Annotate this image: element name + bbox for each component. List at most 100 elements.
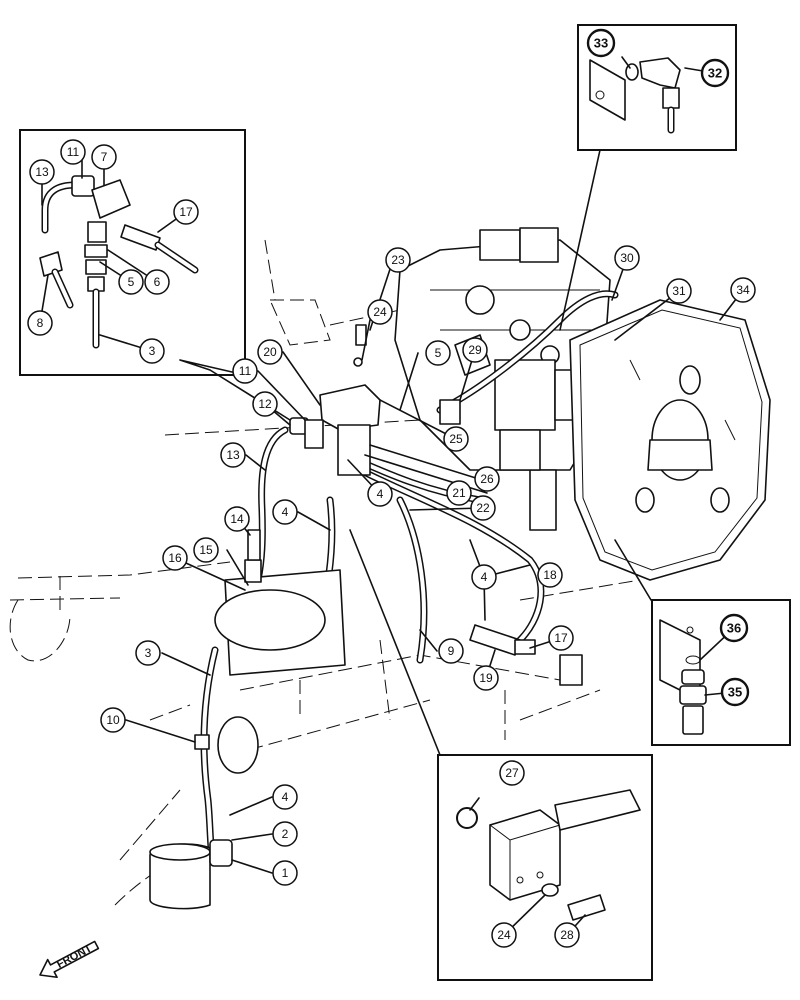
- svg-text:34: 34: [736, 283, 750, 297]
- svg-text:15: 15: [199, 543, 213, 557]
- svg-text:33: 33: [594, 36, 608, 51]
- callout-3: 3: [135, 640, 161, 666]
- svg-text:16: 16: [168, 551, 182, 565]
- callout-11: 11: [232, 358, 258, 384]
- svg-text:1: 1: [282, 866, 289, 880]
- callout-22: 22: [470, 495, 496, 521]
- svg-text:35: 35: [728, 685, 742, 700]
- svg-text:18: 18: [543, 568, 557, 582]
- callout-4: 4: [272, 499, 298, 525]
- callout-11: 11: [60, 139, 86, 165]
- callout-13: 13: [29, 159, 55, 185]
- svg-text:17: 17: [179, 205, 193, 219]
- callout-28: 28: [554, 922, 580, 948]
- callout-31: 31: [666, 278, 692, 304]
- callout-21: 21: [446, 480, 472, 506]
- svg-text:20: 20: [263, 345, 277, 359]
- front-arrow-icon: FRONT: [39, 940, 100, 979]
- svg-text:3: 3: [149, 344, 156, 358]
- svg-text:3: 3: [145, 646, 152, 660]
- callout-24: 24: [491, 922, 517, 948]
- leader-lines: [39, 56, 744, 936]
- svg-text:36: 36: [727, 621, 741, 636]
- callout-20: 20: [257, 339, 283, 365]
- svg-text:24: 24: [373, 305, 387, 319]
- callout-7: 7: [91, 144, 117, 170]
- callout-1: 1: [272, 860, 298, 886]
- callout-19: 19: [473, 665, 499, 691]
- callout-12: 12: [252, 391, 278, 417]
- callout-35: 35: [720, 677, 750, 707]
- svg-text:4: 4: [481, 570, 488, 584]
- callout-layer: 1 2 4 3 10 9 4 14 15 16 13 12 11 20 23 2…: [27, 28, 756, 948]
- callout-36: 36: [719, 613, 749, 643]
- callout-30: 30: [614, 245, 640, 271]
- svg-text:9: 9: [448, 644, 455, 658]
- svg-text:5: 5: [128, 275, 135, 289]
- svg-text:24: 24: [497, 928, 511, 942]
- callout-23: 23: [385, 247, 411, 273]
- svg-text:28: 28: [560, 928, 574, 942]
- svg-text:22: 22: [476, 501, 490, 515]
- callout-32: 32: [700, 58, 730, 88]
- svg-text:13: 13: [226, 448, 240, 462]
- front-label: FRONT: [55, 942, 94, 971]
- callout-24: 24: [367, 299, 393, 325]
- svg-text:4: 4: [377, 487, 384, 501]
- detail-box-bottom: [437, 754, 653, 981]
- svg-text:10: 10: [106, 713, 120, 727]
- svg-text:7: 7: [101, 150, 108, 164]
- callout-17: 17: [548, 625, 574, 651]
- callout-27: 27: [499, 760, 525, 786]
- callout-2: 2: [272, 821, 298, 847]
- callout-34: 34: [730, 277, 756, 303]
- callout-14: 14: [224, 506, 250, 532]
- svg-text:26: 26: [480, 472, 494, 486]
- svg-text:4: 4: [282, 790, 289, 804]
- callout-3: 3: [139, 338, 165, 364]
- callout-4: 4: [367, 481, 393, 507]
- callout-8: 8: [27, 310, 53, 336]
- svg-text:13: 13: [35, 165, 49, 179]
- callout-15: 15: [193, 537, 219, 563]
- svg-text:21: 21: [452, 486, 466, 500]
- svg-text:8: 8: [37, 316, 44, 330]
- svg-text:27: 27: [505, 766, 519, 780]
- flywheel-housing: [569, 299, 771, 581]
- svg-text:17: 17: [554, 631, 568, 645]
- svg-text:31: 31: [672, 284, 686, 298]
- fittings-main: [149, 324, 583, 910]
- callout-29: 29: [462, 337, 488, 363]
- callout-25: 25: [443, 426, 469, 452]
- svg-text:4: 4: [282, 505, 289, 519]
- callout-4: 4: [272, 784, 298, 810]
- svg-text:12: 12: [258, 397, 272, 411]
- callout-5: 5: [118, 269, 144, 295]
- svg-text:23: 23: [391, 253, 405, 267]
- detail-box-right: [651, 599, 791, 746]
- callout-16: 16: [162, 545, 188, 571]
- svg-text:5: 5: [435, 346, 442, 360]
- svg-text:11: 11: [239, 364, 252, 378]
- callout-6: 6: [144, 269, 170, 295]
- svg-text:25: 25: [449, 432, 463, 446]
- callout-4: 4: [471, 564, 497, 590]
- callout-5: 5: [425, 340, 451, 366]
- svg-text:32: 32: [708, 66, 722, 81]
- svg-text:19: 19: [479, 671, 493, 685]
- callout-17: 17: [173, 199, 199, 225]
- callout-10: 10: [100, 707, 126, 733]
- callout-26: 26: [474, 466, 500, 492]
- svg-text:14: 14: [230, 512, 244, 526]
- svg-text:2: 2: [282, 827, 289, 841]
- svg-text:6: 6: [154, 275, 161, 289]
- svg-text:29: 29: [468, 343, 482, 357]
- callout-33: 33: [586, 28, 616, 58]
- svg-text:11: 11: [67, 145, 80, 159]
- callout-9: 9: [438, 638, 464, 664]
- callout-13: 13: [220, 442, 246, 468]
- detail-box-top-left: [19, 129, 246, 376]
- svg-text:30: 30: [620, 251, 634, 265]
- callout-18: 18: [537, 562, 563, 588]
